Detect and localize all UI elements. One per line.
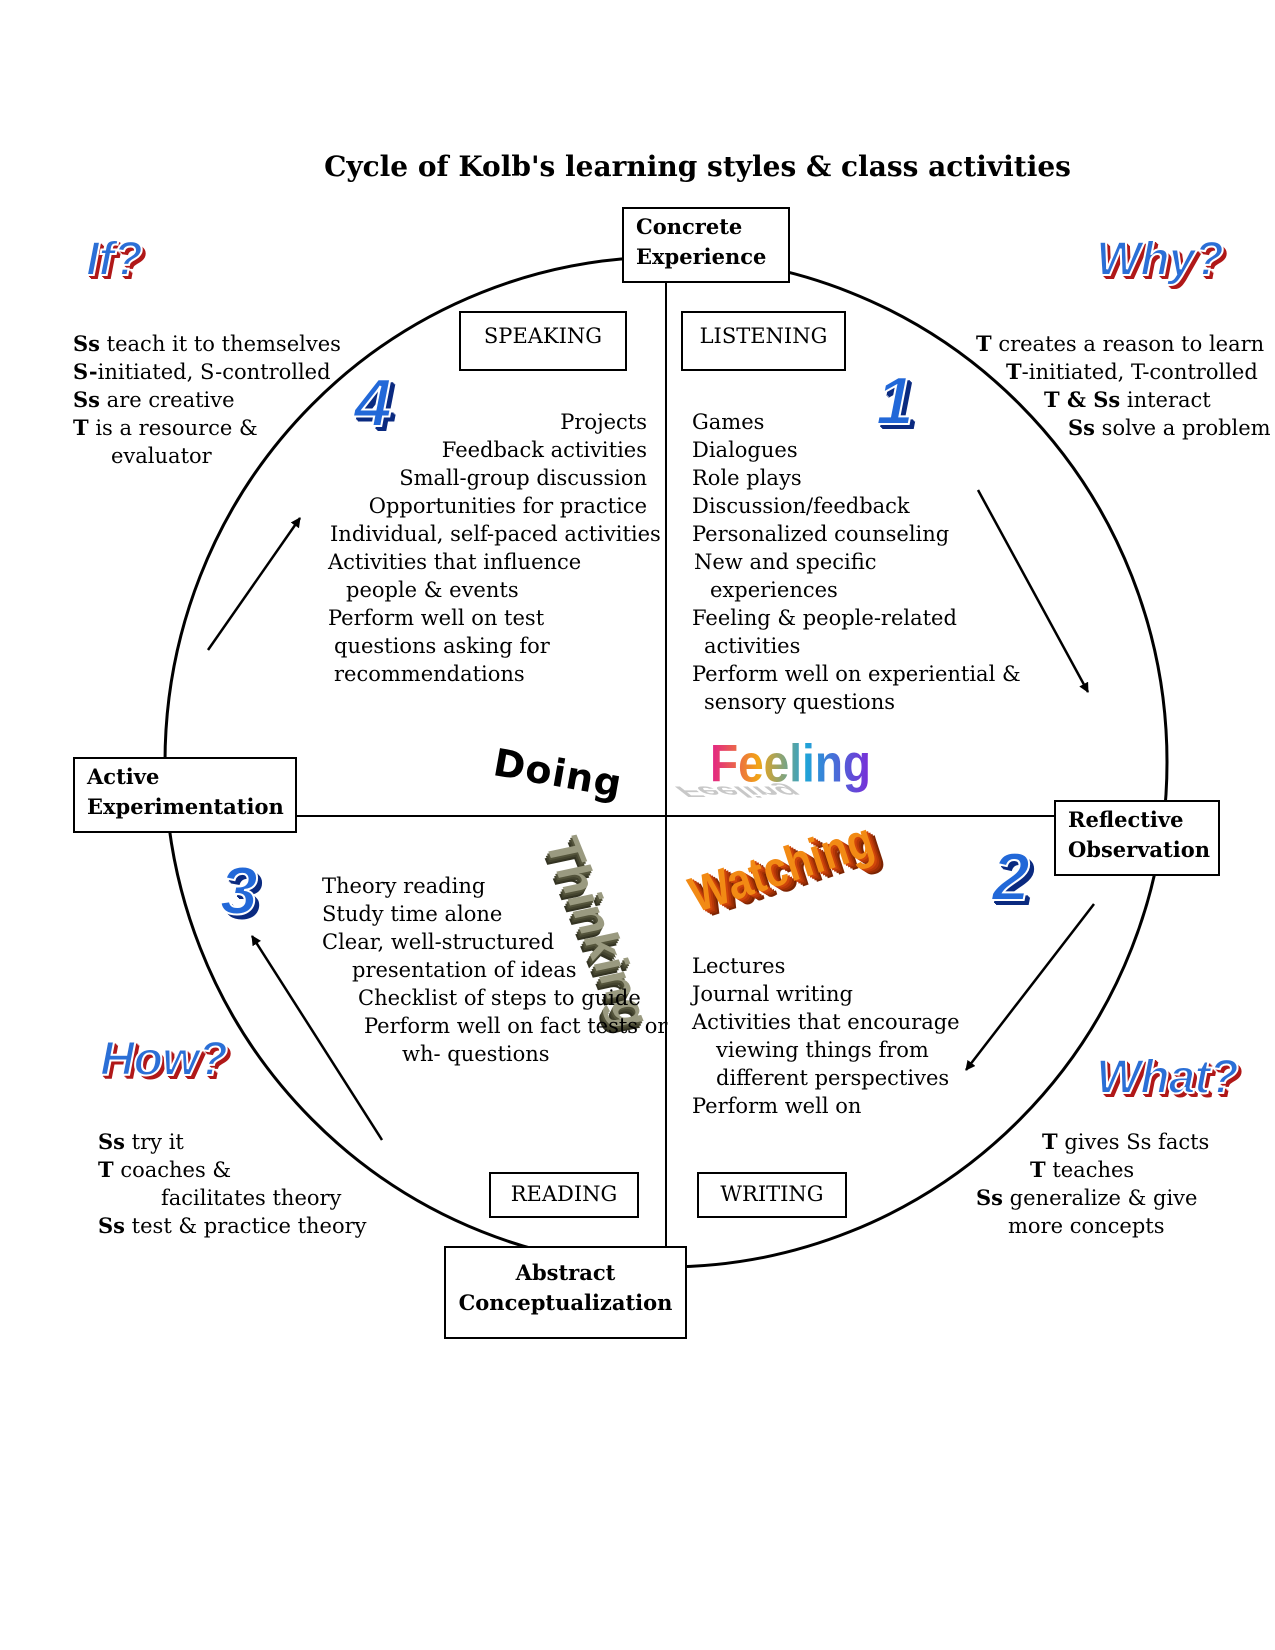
arrow-4-to-1 bbox=[206, 517, 302, 651]
note-line: Ss are creative bbox=[73, 387, 235, 412]
note-line: T-initiated, T-controlled bbox=[1006, 359, 1258, 384]
question-word-why: Why? bbox=[1095, 232, 1225, 287]
note-line: T is a resource & bbox=[73, 415, 258, 440]
stage-label-line: Active bbox=[87, 764, 160, 789]
stage-number-1: 1 bbox=[875, 362, 915, 440]
note-line: Ss generalize & give bbox=[976, 1185, 1198, 1210]
stage-number-4: 4 bbox=[353, 364, 393, 442]
stage-abstract-conceptualization: Abstract Conceptualization bbox=[444, 1246, 687, 1339]
activity-item: Dialogues bbox=[692, 438, 798, 462]
stage-number-3: 3 bbox=[219, 852, 259, 930]
stage-label-line: Concrete bbox=[636, 214, 743, 239]
note-line: Ss test & practice theory bbox=[98, 1213, 367, 1238]
stage-label-line: Abstract bbox=[515, 1260, 616, 1285]
question-word-how: How? bbox=[99, 1032, 229, 1087]
arrow-3-to-4 bbox=[250, 935, 384, 1141]
skill-speaking: SPEAKING bbox=[459, 311, 627, 371]
arrow-1-to-2 bbox=[976, 489, 1090, 693]
activity-item: Perform well on bbox=[692, 1094, 862, 1118]
activity-item: viewing things from bbox=[716, 1038, 929, 1062]
activity-item: Opportunities for practice bbox=[368, 494, 647, 518]
activities-q4-continued: Activities that influence people & event… bbox=[328, 548, 581, 688]
activity-item: Activities that encourage bbox=[692, 1010, 960, 1034]
note-line: T teaches bbox=[1030, 1157, 1135, 1182]
style-word-feeling-reflection: Feeling bbox=[668, 782, 810, 800]
activity-item: Games bbox=[692, 410, 765, 434]
note-line: Ss teach it to themselves bbox=[73, 331, 341, 356]
activity-item: Discussion/feedback bbox=[692, 494, 910, 518]
note-line: T & Ss interact bbox=[1044, 387, 1211, 412]
skill-reading: READING bbox=[489, 1172, 639, 1218]
activity-item: Perform well on fact tests or bbox=[364, 1014, 668, 1038]
notes-if: Ss teach it to themselves S-initiated, S… bbox=[73, 330, 341, 470]
activity-item: Individual, self-paced activities bbox=[330, 522, 661, 546]
activity-item: presentation of ideas bbox=[352, 958, 577, 982]
activity-item: Role plays bbox=[692, 466, 802, 490]
activity-item: wh- questions bbox=[402, 1042, 550, 1066]
activities-q1: Games Dialogues Role plays Discussion/fe… bbox=[692, 408, 1021, 716]
note-line: S-initiated, S-controlled bbox=[73, 359, 331, 384]
activity-item: different perspectives bbox=[716, 1066, 950, 1090]
activity-item: Study time alone bbox=[322, 902, 503, 926]
question-word-if: If? bbox=[85, 232, 144, 287]
notes-how: Ss try it T coaches & facilitates theory… bbox=[98, 1128, 367, 1240]
activities-q2: Lectures Journal writing Activities that… bbox=[692, 952, 960, 1120]
note-line: more concepts bbox=[1008, 1214, 1165, 1238]
note-line: T coaches & bbox=[98, 1157, 232, 1182]
note-line: Ss try it bbox=[98, 1129, 184, 1154]
question-word-what: What? bbox=[1095, 1050, 1240, 1105]
activity-item: sensory questions bbox=[704, 690, 895, 714]
activity-item: Perform well on experiential & bbox=[692, 662, 1021, 686]
stage-label-line: Observation bbox=[1068, 837, 1210, 862]
activity-item: Feeling & people-related bbox=[692, 606, 957, 630]
stage-label-line: Experience bbox=[636, 244, 767, 269]
page-title: Cycle of Kolb's learning styles & class … bbox=[324, 150, 1071, 183]
skill-writing: WRITING bbox=[697, 1172, 847, 1218]
activity-item: Feedback activities bbox=[441, 438, 647, 462]
note-line: T gives Ss facts bbox=[1042, 1129, 1210, 1154]
activity-item: recommendations bbox=[334, 662, 525, 686]
style-word-feeling: Feeling bbox=[710, 733, 872, 793]
activity-item: New and specific bbox=[694, 550, 877, 574]
notes-what: T gives Ss facts T teaches Ss generalize… bbox=[976, 1128, 1209, 1240]
note-line: T creates a reason to learn bbox=[976, 331, 1265, 356]
activity-item: Activities that influence bbox=[328, 550, 582, 574]
activity-item: Checklist of steps to guide bbox=[358, 986, 641, 1010]
note-line: Ss solve a problem bbox=[1068, 415, 1271, 440]
activities-q3: Theory reading Study time alone Clear, w… bbox=[322, 872, 667, 1068]
stage-label-line: Experimentation bbox=[87, 794, 284, 819]
activity-item: Projects bbox=[560, 410, 647, 434]
stage-reflective-observation: Reflective Observation bbox=[1054, 800, 1220, 876]
stage-concrete-experience: Concrete Experience bbox=[622, 207, 790, 283]
stage-label-line: Conceptualization bbox=[458, 1290, 673, 1315]
activity-item: Theory reading bbox=[322, 874, 486, 898]
activity-item: Personalized counseling bbox=[692, 522, 950, 546]
notes-why: T creates a reason to learn T-initiated,… bbox=[976, 330, 1271, 442]
activity-item: experiences bbox=[710, 578, 838, 602]
stage-number-2: 2 bbox=[991, 838, 1031, 916]
activities-q4: Projects Feedback activities Small-group… bbox=[330, 408, 661, 548]
activity-item: Journal writing bbox=[692, 982, 853, 1006]
activity-item: Small-group discussion bbox=[399, 466, 647, 490]
activity-item: Lectures bbox=[692, 954, 786, 978]
stage-active-experimentation: Active Experimentation bbox=[73, 757, 297, 833]
arrow-2-to-3 bbox=[965, 903, 1095, 1071]
activity-item: Perform well on test bbox=[328, 606, 545, 630]
skill-listening: LISTENING bbox=[681, 311, 846, 371]
activity-item: people & events bbox=[346, 578, 519, 602]
activity-item: activities bbox=[704, 634, 801, 658]
activity-item: Clear, well-structured bbox=[322, 930, 555, 954]
stage-label-line: Reflective bbox=[1068, 807, 1184, 832]
note-line: evaluator bbox=[111, 444, 212, 468]
activity-item: questions asking for bbox=[334, 634, 550, 658]
note-line: facilitates theory bbox=[161, 1186, 342, 1210]
